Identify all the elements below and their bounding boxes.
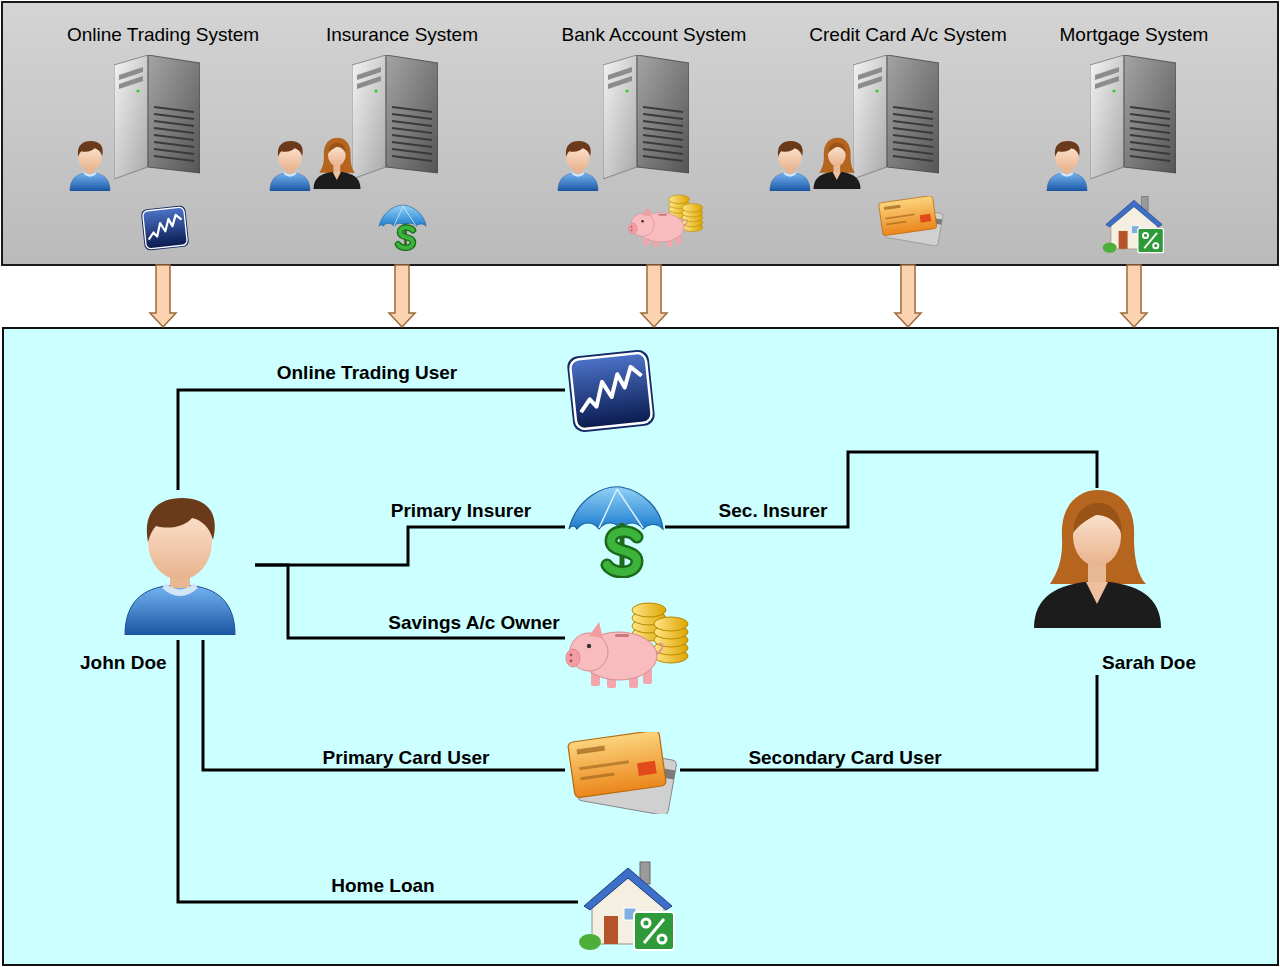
feed-arrow <box>641 265 667 327</box>
feed-arrow <box>1121 265 1147 327</box>
product-icon <box>578 852 678 952</box>
customer-person: Sarah Doe <box>1028 488 1206 675</box>
system-name: Insurance System <box>289 24 515 46</box>
product-icon <box>565 483 665 578</box>
product-icon <box>565 732 680 814</box>
system-name: Mortgage System <box>1021 24 1247 46</box>
feed-arrow <box>389 265 415 327</box>
feed-arrow <box>150 265 176 327</box>
system-band: Online Trading System Insurance System Ban… <box>1 1 1279 266</box>
system-server: Online Trading System <box>50 14 276 265</box>
system-server: Credit Card A/c System <box>795 14 1021 265</box>
relationship-label: Sec. Insurer <box>719 500 828 522</box>
system-name: Credit Card A/c System <box>795 24 1021 46</box>
relationship-label: Savings A/c Owner <box>388 612 559 634</box>
system-server: Bank Account System <box>541 14 767 265</box>
relationship-label: Online Trading User <box>277 362 458 384</box>
customer-person: John Doe <box>78 490 255 640</box>
relationship-label: Primary Card User <box>323 747 490 769</box>
relationship-area: John DoeSarah Doe <box>2 327 1279 966</box>
system-name: Online Trading System <box>50 24 276 46</box>
relationship-label: Home Loan <box>331 875 434 897</box>
system-server: Mortgage System <box>1021 14 1247 265</box>
system-server: Insurance System <box>289 14 515 265</box>
feed-arrow <box>895 265 921 327</box>
product-icon <box>565 598 690 690</box>
person-name: John Doe <box>80 652 167 674</box>
relationship-label: Primary Insurer <box>391 500 531 522</box>
system-name: Bank Account System <box>541 24 767 46</box>
product-icon <box>565 347 657 435</box>
person-name: Sarah Doe <box>1102 652 1196 674</box>
relationship-label: Secondary Card User <box>748 747 941 769</box>
